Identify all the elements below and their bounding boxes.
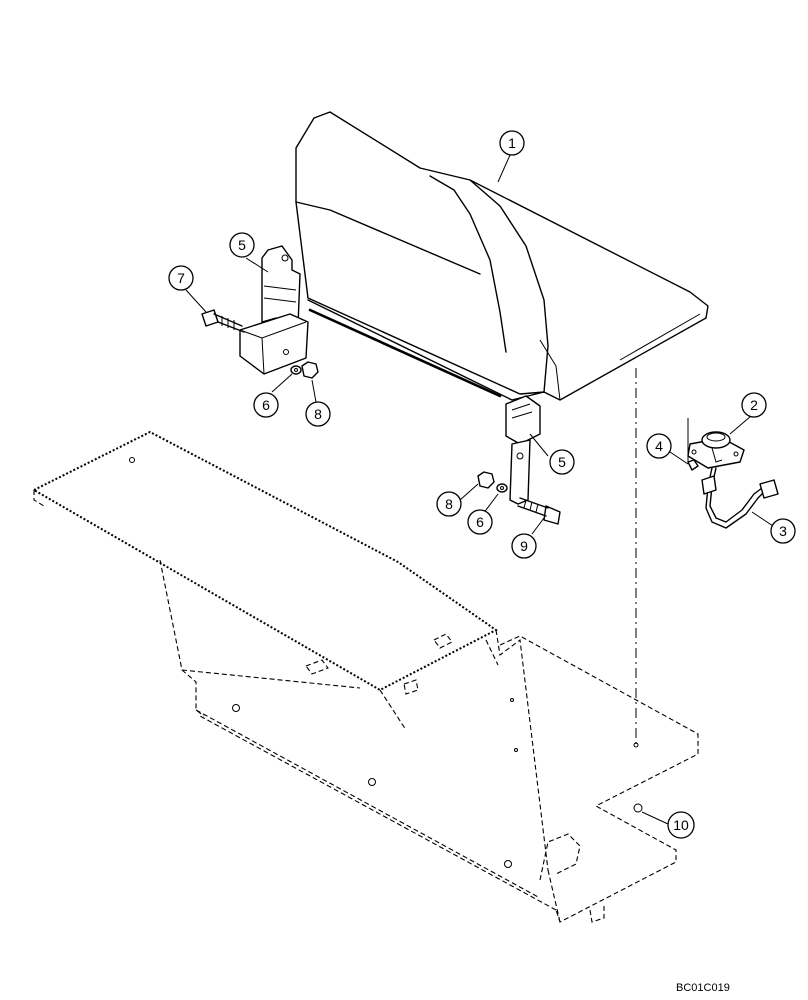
mounting-hole [633,742,639,748]
callout-8-left: 8 [305,401,331,427]
nut-left [301,361,319,379]
wire-harness [701,467,779,529]
nut-right [477,471,495,489]
callout-label: 8 [314,406,322,422]
callout-label: 8 [445,496,453,512]
callout-3: 3 [770,518,796,544]
callout-2: 2 [741,392,767,418]
callout-label: 6 [476,514,484,530]
callout-label: 5 [238,237,246,253]
callout-label: 9 [520,538,528,554]
seat [295,111,709,401]
callout-label: 1 [508,135,516,151]
callout-label: 5 [558,454,566,470]
callout-9: 9 [511,533,537,559]
bolt-right [517,497,561,525]
callout-label: 10 [673,817,689,833]
screw [687,459,699,471]
seat-frame [33,430,699,923]
washer-right [496,483,508,493]
callout-1: 1 [499,130,525,156]
callout-label: 7 [177,270,185,286]
callout-label: 6 [262,397,270,413]
callout-label: 2 [750,397,758,413]
callout-label: 3 [779,523,787,539]
callout-5-left: 5 [229,232,255,258]
callout-5-right: 5 [549,449,575,475]
drawing-code: BC01C019 [676,982,730,994]
bolt-left [201,309,245,333]
callout-6-right: 6 [467,509,493,535]
seat-belt-buckle-right [505,395,541,505]
callout-7: 7 [168,265,194,291]
seat-switch [687,431,745,469]
seat-belt-buckle-left [239,245,309,375]
washer-left [290,365,302,375]
callout-10: 10 [667,811,695,839]
callout-6-left: 6 [253,392,279,418]
callout-4: 4 [646,433,672,459]
leader-lines [185,154,774,825]
callout-8-right: 8 [436,491,462,517]
callout-label: 4 [655,438,663,454]
